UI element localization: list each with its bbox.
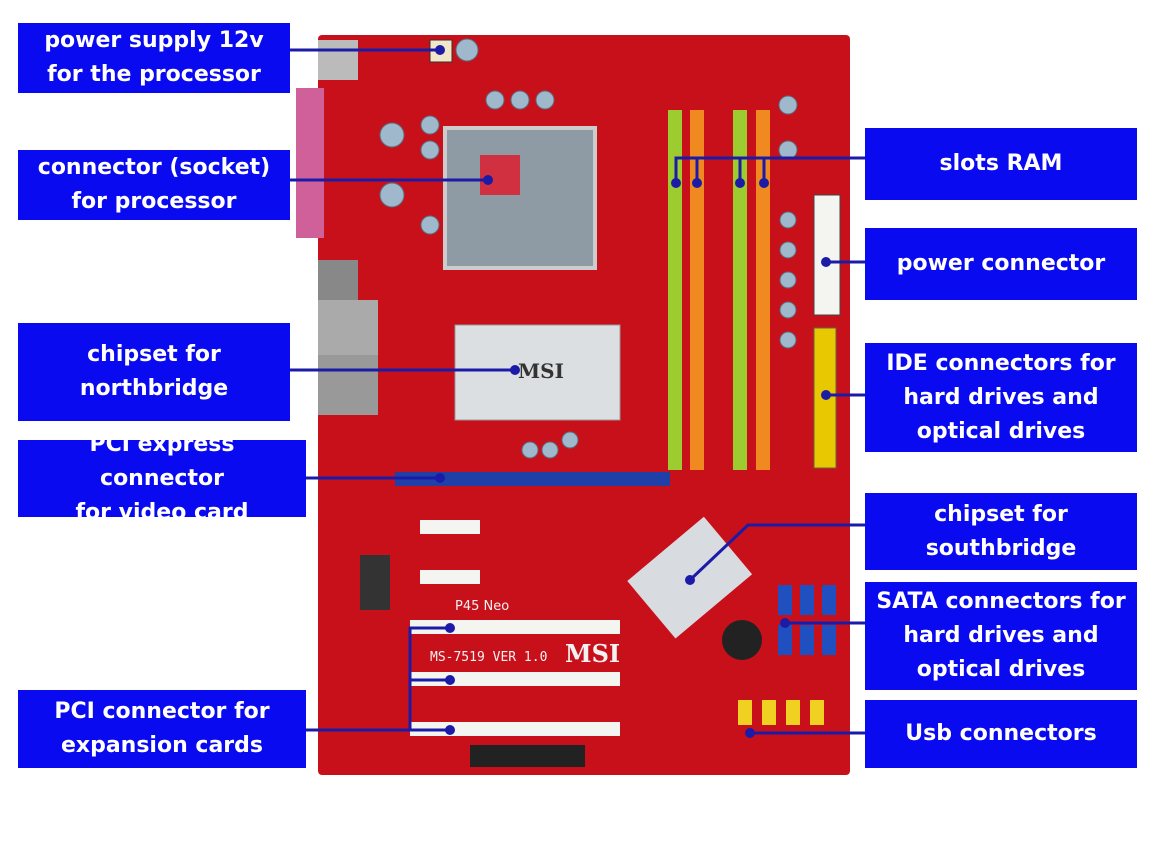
ram-slot-4 [756, 110, 770, 470]
label-pcie: PCI express connector for video card [18, 432, 306, 525]
parallel-port [296, 88, 324, 238]
ram-slot-1 [668, 110, 682, 470]
audio-ports [318, 355, 378, 415]
label-text: PCI connector for expansion cards [54, 699, 270, 758]
label-usb: Usb connectors [865, 700, 1137, 768]
pci-slot-3 [410, 722, 620, 736]
socket-center [480, 155, 520, 195]
northbridge-heatsink [454, 324, 621, 421]
io-chip [360, 555, 390, 610]
label-southbridge: chipset for southbridge [865, 493, 1137, 570]
label-text: power connector [896, 251, 1106, 276]
ram-slot-3 [733, 110, 747, 470]
atx-power-connector [813, 194, 841, 316]
leader-lines [290, 48, 865, 735]
ram-slot-2 [690, 110, 704, 470]
label-ide: IDE connectors for hard drives and optic… [865, 343, 1137, 452]
pci-slot-1 [410, 620, 620, 634]
label-text: connector (socket) for processor [37, 155, 271, 214]
board-model: P45 Neo [455, 599, 509, 614]
lan-port [318, 300, 378, 360]
ps2-ports [318, 40, 358, 80]
pci-slot-2 [410, 672, 620, 686]
label-text: chipset for southbridge [925, 501, 1077, 561]
pcie-x1-slot-2 [420, 570, 480, 584]
label-text: slots RAM [939, 151, 1063, 176]
pcie-x1-slot-1 [420, 520, 480, 534]
label-text: power supply 12v for the processor [44, 28, 264, 87]
label-sata: SATA connectors for hard drives and opti… [865, 582, 1137, 690]
heatsink-brand: MSI [518, 359, 564, 383]
board-version: MS-7519 VER 1.0 [430, 650, 547, 665]
label-cpu-socket: connector (socket) for processor [18, 150, 290, 220]
label-text: Usb connectors [905, 721, 1097, 746]
cpu-socket [443, 126, 597, 270]
label-northbridge: chipset for northbridge [18, 323, 290, 421]
label-pci: PCI connector for expansion cards [18, 690, 306, 768]
label-text: SATA connectors for hard drives and opti… [876, 589, 1126, 682]
label-power-supply-12v: power supply 12v for the processor [18, 23, 290, 93]
label-power-connector: power connector [865, 228, 1137, 300]
usb-rear [318, 260, 358, 300]
pcie-slot [395, 472, 670, 486]
cmos-battery [722, 620, 762, 660]
label-text: IDE connectors for hard drives and optic… [886, 350, 1116, 444]
leader-dots [435, 45, 831, 738]
label-text: PCI express connector for video card [75, 431, 249, 525]
label-text: chipset for northbridge [79, 342, 229, 401]
label-ram-slots: slots RAM [865, 128, 1137, 200]
floppy-connector [470, 745, 585, 767]
board-logo: MSI [565, 639, 620, 668]
